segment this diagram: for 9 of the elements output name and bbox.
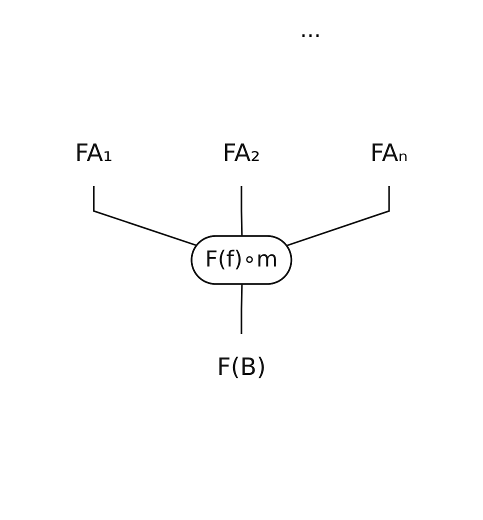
connector <box>240 284 243 334</box>
node-text: FA₂ <box>222 139 260 167</box>
node-text: FA₁ <box>75 139 113 167</box>
node-text: FAₙ <box>370 139 408 167</box>
node-text: F(B) <box>217 353 266 381</box>
connector <box>286 186 390 246</box>
ellipsis-text: ... <box>300 18 321 43</box>
connector <box>240 186 243 237</box>
connector <box>93 186 198 246</box>
